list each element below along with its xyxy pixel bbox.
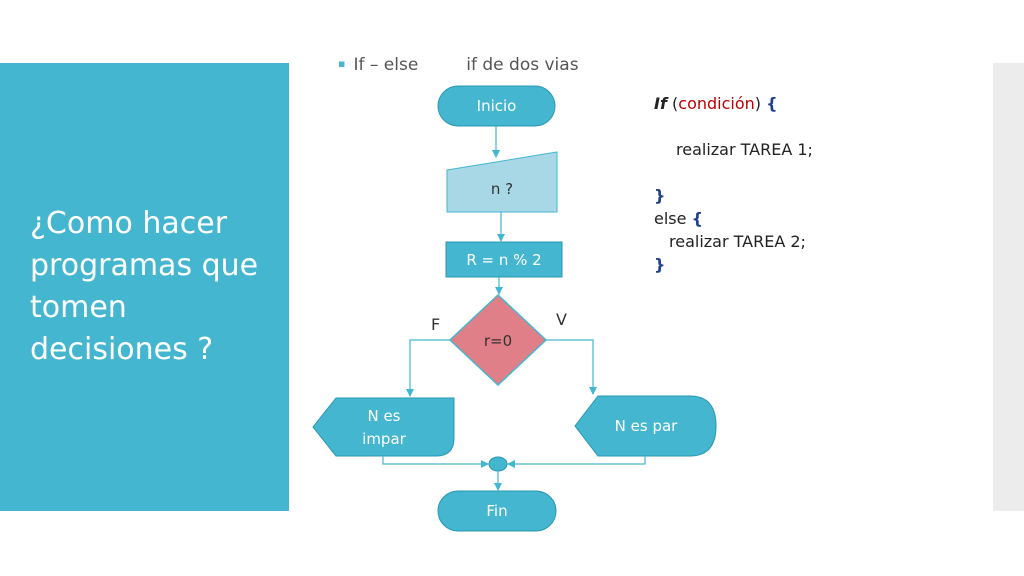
true-branch-shape bbox=[574, 395, 717, 457]
code-line-task1: realizar TAREA 1; bbox=[654, 138, 813, 161]
condition-text: condición bbox=[678, 94, 755, 113]
brace-open: { bbox=[766, 94, 778, 113]
slide-title: ¿Como hacer programas que tomen decision… bbox=[30, 206, 259, 367]
code-line-close1: } bbox=[654, 184, 813, 207]
false-branch-label-line1: N es bbox=[367, 407, 401, 425]
process-label: R = n % 2 bbox=[466, 251, 542, 269]
false-branch-shape bbox=[312, 397, 455, 457]
true-edge-label: V bbox=[556, 310, 567, 329]
end-label: Fin bbox=[486, 502, 508, 520]
merge-connector bbox=[488, 456, 508, 472]
code-block: If (condición) { realizar TAREA 1; } els… bbox=[654, 92, 813, 276]
arrow-false-to-merge bbox=[382, 456, 489, 468]
code-line-else: else { bbox=[654, 207, 813, 230]
paren-close: ) bbox=[754, 94, 762, 113]
bullet-label: If – else bbox=[353, 55, 419, 75]
bullet-icon: ▪ bbox=[338, 57, 346, 70]
false-branch-label-line2: impar bbox=[362, 430, 406, 448]
right-strip bbox=[993, 63, 1024, 511]
brace-open-2: { bbox=[691, 209, 703, 228]
false-edge-label: F bbox=[431, 315, 441, 334]
input-shape bbox=[446, 151, 558, 213]
arrow-true-branch bbox=[546, 339, 597, 395]
brace-close-2: } bbox=[654, 255, 666, 274]
end-terminal bbox=[437, 490, 557, 532]
code-line-task2: realizar TAREA 2; bbox=[654, 230, 813, 253]
code-line-close2: } bbox=[654, 253, 813, 276]
arrow-true-to-merge bbox=[507, 456, 646, 468]
task1-text: realizar TAREA 1; bbox=[676, 140, 813, 159]
title-panel bbox=[0, 63, 289, 511]
input-label: n ? bbox=[490, 180, 514, 198]
task2-text: realizar TAREA 2; bbox=[669, 232, 806, 251]
else-keyword: else bbox=[654, 209, 687, 228]
decision-label: r=0 bbox=[483, 332, 513, 350]
start-label: Inicio bbox=[476, 97, 517, 115]
paren-open: ( bbox=[672, 94, 679, 113]
arrow-false-branch bbox=[406, 339, 450, 397]
bullet-item: ▪ If – else if de dos vias bbox=[338, 55, 579, 75]
code-line-if: If (condición) { bbox=[654, 92, 813, 115]
bullet-description: if de dos vias bbox=[466, 55, 579, 75]
decision-diamond bbox=[448, 293, 548, 387]
process-box bbox=[445, 241, 563, 278]
if-keyword: If bbox=[654, 94, 667, 113]
true-branch-label: N es par bbox=[614, 417, 678, 435]
brace-close-1: } bbox=[654, 186, 666, 205]
